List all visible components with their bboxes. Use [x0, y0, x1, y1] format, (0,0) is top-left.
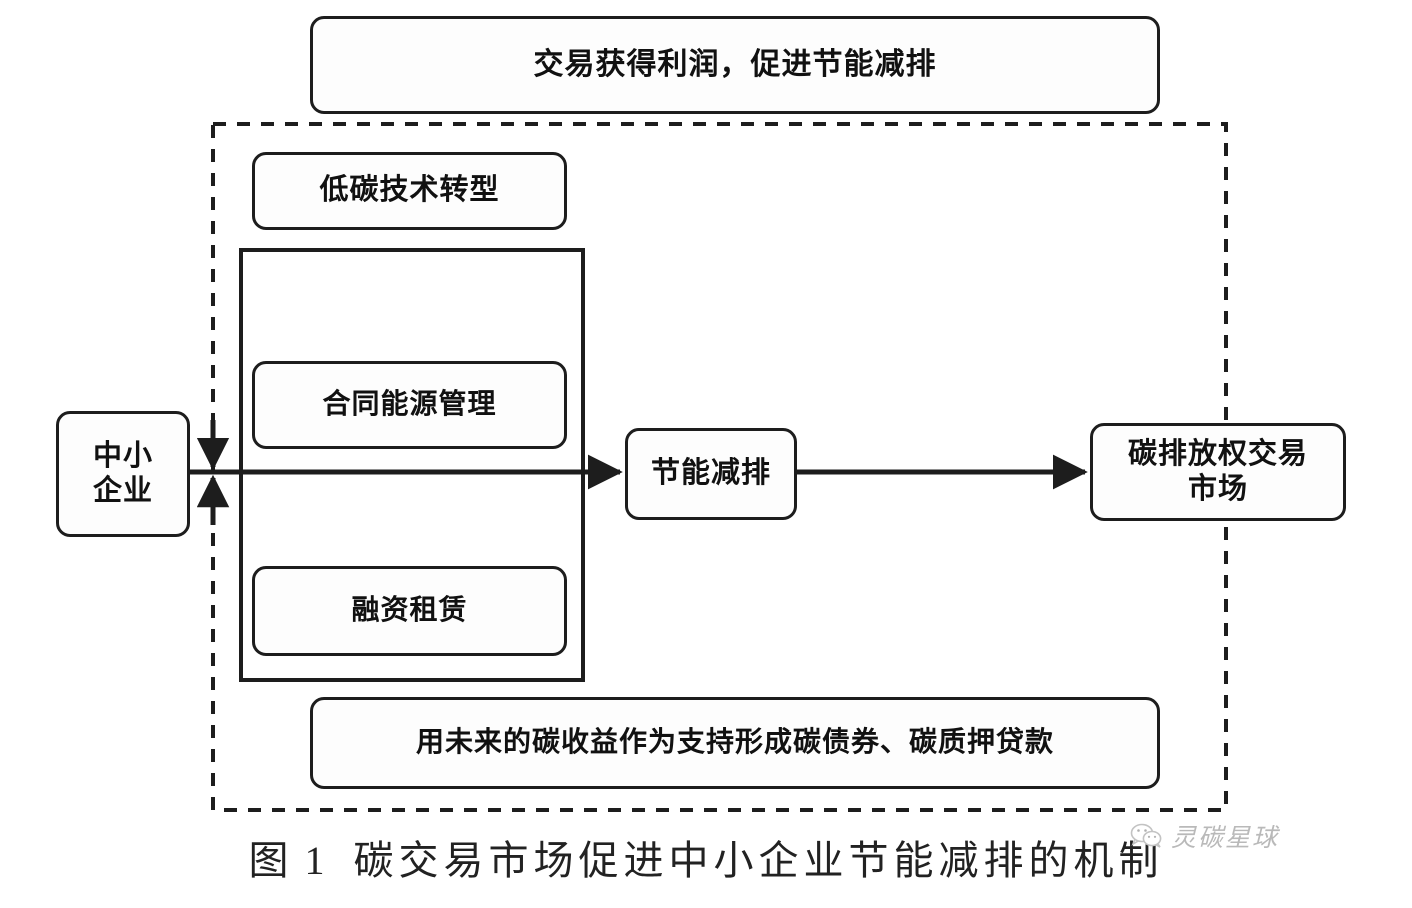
node-energy-saving: 节能减排 [625, 428, 797, 520]
figure-caption-number: 图 1 [248, 838, 328, 883]
node-profit-label: 交易获得利润，促进节能减排 [533, 47, 937, 81]
node-financial-leasing-label: 融资租赁 [351, 594, 468, 626]
node-carbon-market-label-line1: 碳排放权交易 [1127, 437, 1308, 470]
node-energy-management-contract-label: 合同能源管理 [322, 388, 497, 420]
node-carbon-market-label-line2: 市场 [1187, 473, 1248, 505]
watermark: 灵碳星球 [1130, 818, 1279, 854]
node-profit: 交易获得利润，促进节能减排 [310, 16, 1160, 114]
node-carbon-finance-label: 用未来的碳收益作为支持形成碳债券、碳质押贷款 [415, 726, 1054, 758]
node-carbon-market-label: 碳排放权交易 市场 [1128, 437, 1308, 508]
node-carbon-finance: 用未来的碳收益作为支持形成碳债券、碳质押贷款 [310, 697, 1160, 789]
node-carbon-market: 碳排放权交易 市场 [1090, 423, 1346, 521]
figure-caption: 图 1 碳交易市场促进中小企业节能减排的机制 [0, 828, 1412, 886]
node-low-carbon-transition: 低碳技术转型 [252, 152, 567, 230]
node-sme: 中小 企业 [56, 411, 190, 537]
solid-group-rect [239, 248, 585, 682]
node-sme-label-line1: 中小 [92, 439, 153, 472]
node-energy-management-contract: 合同能源管理 [252, 361, 567, 449]
wechat-icon [1130, 822, 1164, 850]
watermark-text: 灵碳星球 [1171, 824, 1280, 852]
node-sme-label-line2: 企业 [92, 475, 153, 507]
node-energy-saving-label: 节能减排 [650, 457, 771, 490]
node-sme-label: 中小 企业 [93, 439, 153, 510]
node-low-carbon-transition-label: 低碳技术转型 [319, 174, 500, 207]
node-financial-leasing: 融资租赁 [252, 566, 567, 656]
figure-caption-text: 碳交易市场促进中小企业节能减排的机制 [353, 838, 1164, 883]
